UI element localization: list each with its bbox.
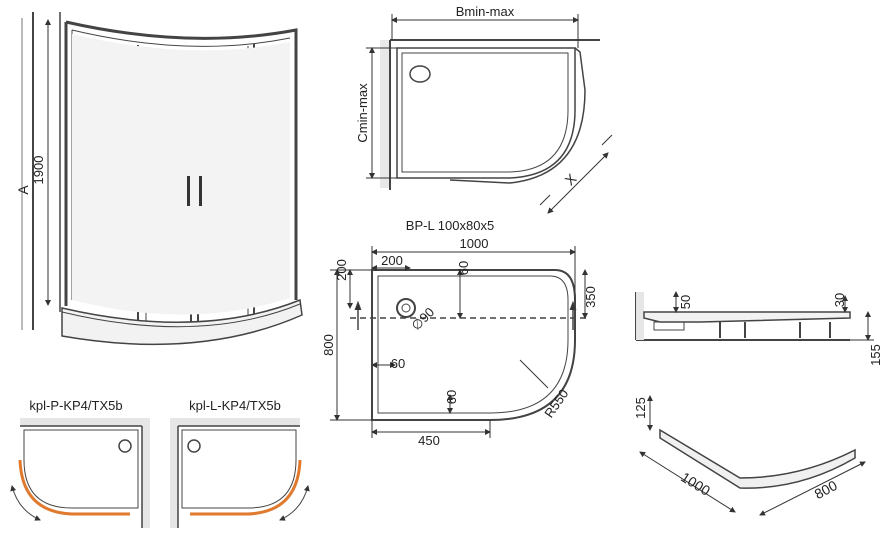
- dim-60-top: 60: [456, 261, 471, 275]
- top-view: [380, 39, 600, 190]
- variant-left-label: kpl-L-KP4/TX5b: [189, 398, 281, 413]
- top-view-dimensions: [366, 14, 613, 214]
- dim-50: 50: [678, 295, 693, 309]
- dim-350: 350: [583, 286, 598, 308]
- dim-a: A: [15, 185, 31, 195]
- dim-1000: 1000: [460, 236, 489, 251]
- shower-cabin: [32, 12, 303, 346]
- dim-125: 125: [633, 397, 648, 419]
- section-dimensions: [673, 291, 874, 341]
- dim-60-bottom: 60: [444, 390, 459, 404]
- tray-plan-dimensions: [330, 246, 588, 438]
- variant-right-diagram: [10, 418, 150, 528]
- drain-90: ∅90: [408, 304, 437, 333]
- dim-200-top: 200: [381, 253, 403, 268]
- variant-right-label: kpl-P-KP4/TX5b: [29, 398, 122, 413]
- tray-3d-dimensions: [639, 395, 866, 516]
- dim-60-left: 60: [391, 356, 405, 371]
- dim-1900: 1900: [31, 156, 46, 185]
- tray-title: BP-L 100x80x5: [406, 218, 494, 233]
- label-cmin-max: Cmin-max: [355, 83, 370, 143]
- label-bmin-max: Bmin-max: [456, 4, 515, 19]
- dim-800: 800: [321, 334, 336, 356]
- variant-left-diagram: [170, 418, 310, 528]
- dim-800-3d: 800: [812, 477, 840, 502]
- tray-plan: [350, 269, 590, 421]
- dim-r550: R550: [541, 386, 571, 420]
- dim-30: 30: [832, 293, 847, 307]
- tray-section: [635, 292, 851, 341]
- dim-200-left: 200: [334, 259, 349, 281]
- dim-450: 450: [418, 433, 440, 448]
- dim-155: 155: [868, 344, 880, 366]
- cabin-height-dimension: [21, 18, 51, 330]
